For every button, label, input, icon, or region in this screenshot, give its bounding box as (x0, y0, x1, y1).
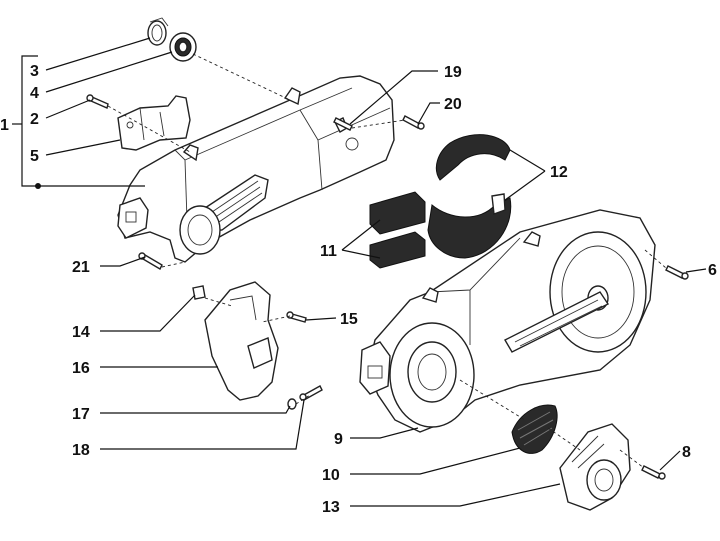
filter-sponge-part (369, 191, 426, 269)
callout-4: 4 (30, 85, 39, 102)
callout-10: 10 (322, 467, 340, 484)
callout-13: 13 (322, 499, 340, 516)
filter-ring-part (427, 134, 512, 259)
leader-dot (35, 183, 41, 189)
air-intake-cover-part (559, 423, 631, 511)
screw-part-19 (333, 117, 353, 131)
callout-1: 1 (0, 117, 9, 134)
callout-9: 9 (334, 431, 343, 448)
leader-lines (12, 37, 707, 507)
callout-15: 15 (340, 311, 358, 328)
bearing-part (169, 32, 197, 62)
pin-part (299, 385, 323, 401)
lower-guard-part (204, 281, 279, 401)
screw-part-21 (138, 252, 163, 270)
callout-16: 16 (72, 360, 90, 377)
callout-8: 8 (682, 444, 691, 461)
screw-part-6 (665, 265, 689, 280)
bracket-plate-part (117, 95, 191, 151)
screw-part-15 (286, 311, 307, 323)
callout-19: 19 (444, 64, 462, 81)
screw-part-20 (402, 115, 425, 130)
screw-part-8 (641, 465, 666, 480)
callout-21: 21 (72, 259, 90, 276)
callout-6: 6 (708, 262, 717, 279)
callout-14: 14 (72, 324, 90, 341)
callout-5: 5 (30, 148, 39, 165)
transmission-cover-part (117, 75, 395, 263)
mesh-screen-part (511, 404, 558, 454)
clip-part (192, 285, 206, 300)
callout-labels: 1 3 4 2 5 19 20 12 11 6 21 14 15 16 17 1… (0, 63, 717, 516)
callout-20: 20 (444, 96, 462, 113)
callout-11: 11 (320, 243, 337, 260)
callout-18: 18 (72, 442, 90, 459)
assembly-guide-lines (107, 53, 667, 469)
callout-3: 3 (30, 63, 39, 80)
callout-12: 12 (550, 164, 568, 181)
screw-part-2 (86, 94, 109, 109)
callout-2: 2 (30, 111, 39, 128)
main-cover-part (359, 209, 656, 433)
seal-ring-part (147, 17, 169, 46)
callout-17: 17 (72, 406, 90, 423)
